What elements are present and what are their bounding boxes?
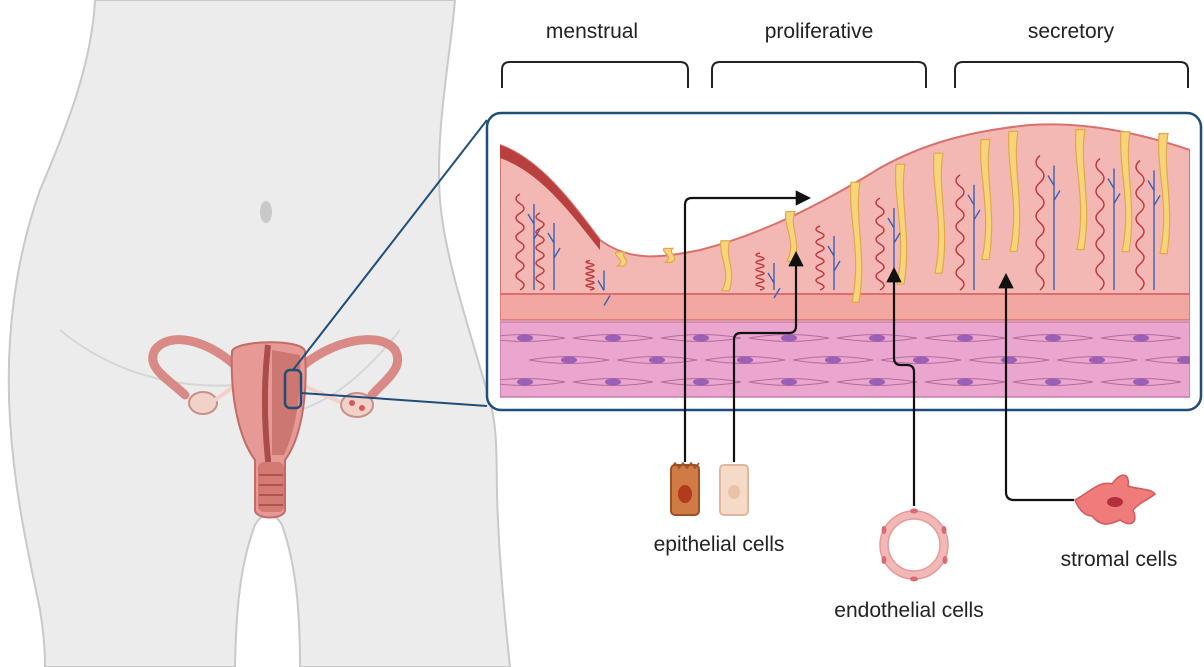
muscle-nucleus [825, 357, 841, 364]
muscle-nucleus [517, 335, 533, 342]
label-epithelial-cells: epithelial cells [654, 533, 785, 556]
muscle-nucleus [605, 379, 621, 386]
muscle-nucleus [561, 357, 577, 364]
phase-label-menstrual: menstrual [546, 20, 638, 43]
label-endothelial-cells: endothelial cells [834, 599, 983, 622]
endothelial-cell-ring-icon [880, 509, 948, 582]
label-stromal-cells: stromal cells [1061, 548, 1178, 571]
muscle-nucleus [649, 357, 665, 364]
bracket-menstrual [502, 62, 688, 88]
navel [260, 201, 272, 223]
bracket-proliferative [712, 62, 926, 88]
phase-brackets: menstrual proliferative secretory [502, 20, 1188, 88]
muscle-nucleus [869, 379, 885, 386]
phase-label-secretory: secretory [1028, 20, 1115, 43]
muscle-nucleus [869, 335, 885, 342]
muscle-nucleus [1001, 357, 1017, 364]
muscle-nucleus [957, 335, 973, 342]
muscle-nucleus [1133, 379, 1149, 386]
stromal-cell-icon [1075, 475, 1155, 524]
muscle-nucleus [1045, 335, 1061, 342]
endometrium-callout [485, 113, 1204, 410]
muscle-nucleus [957, 379, 973, 386]
body-silhouette [9, 0, 510, 667]
phase-label-proliferative: proliferative [765, 20, 874, 43]
muscle-nucleus [605, 335, 621, 342]
muscle-nucleus [693, 335, 709, 342]
muscle-nucleus [1045, 379, 1061, 386]
muscle-nucleus [1133, 335, 1149, 342]
epithelial-cell-columnar-icon [671, 463, 699, 515]
muscle-nucleus [737, 357, 753, 364]
muscle-nucleus [517, 379, 533, 386]
muscle-nucleus [781, 335, 797, 342]
muscle-nucleus [1089, 357, 1105, 364]
bracket-secretory [955, 62, 1188, 88]
basal-layer [500, 294, 1190, 320]
muscle-nucleus [781, 379, 797, 386]
muscle-nucleus [693, 379, 709, 386]
muscle-nucleus [913, 357, 929, 364]
epithelial-cell-light-icon [720, 465, 748, 515]
